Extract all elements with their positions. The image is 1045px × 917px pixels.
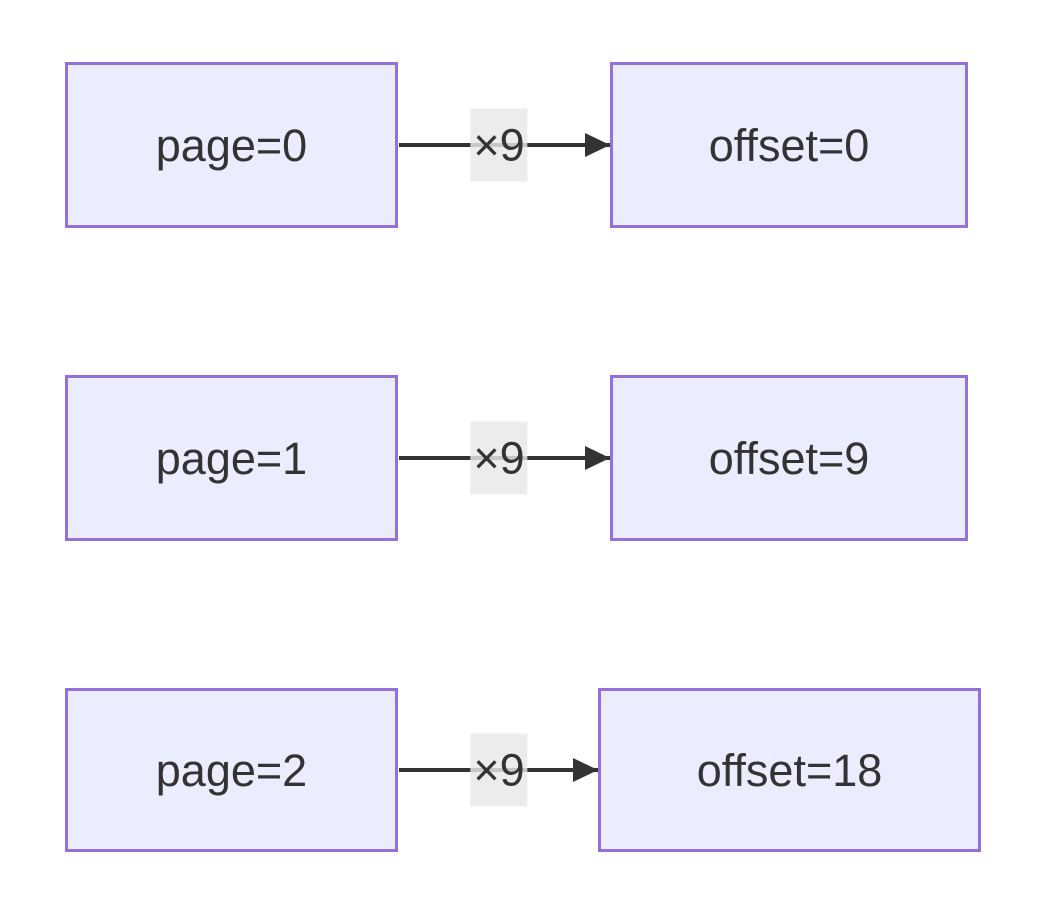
source-node: page=1	[65, 375, 398, 541]
target-node: offset=18	[598, 688, 981, 852]
target-node: offset=0	[610, 62, 968, 228]
edge-label: ×9	[470, 733, 528, 807]
edge-label: ×9	[470, 108, 528, 182]
edge-label: ×9	[470, 421, 528, 495]
target-node: offset=9	[610, 375, 968, 541]
source-node: page=2	[65, 688, 398, 852]
source-node-label: page=2	[155, 744, 308, 796]
target-node-label: offset=9	[708, 432, 870, 484]
target-node-label: offset=18	[696, 744, 883, 796]
target-node-label: offset=0	[708, 119, 870, 171]
source-node-label: page=1	[155, 432, 308, 484]
arrowhead-icon	[585, 133, 610, 157]
arrowhead-icon	[573, 758, 598, 782]
source-node-label: page=0	[155, 119, 308, 171]
source-node: page=0	[65, 62, 398, 228]
arrowhead-icon	[585, 446, 610, 470]
